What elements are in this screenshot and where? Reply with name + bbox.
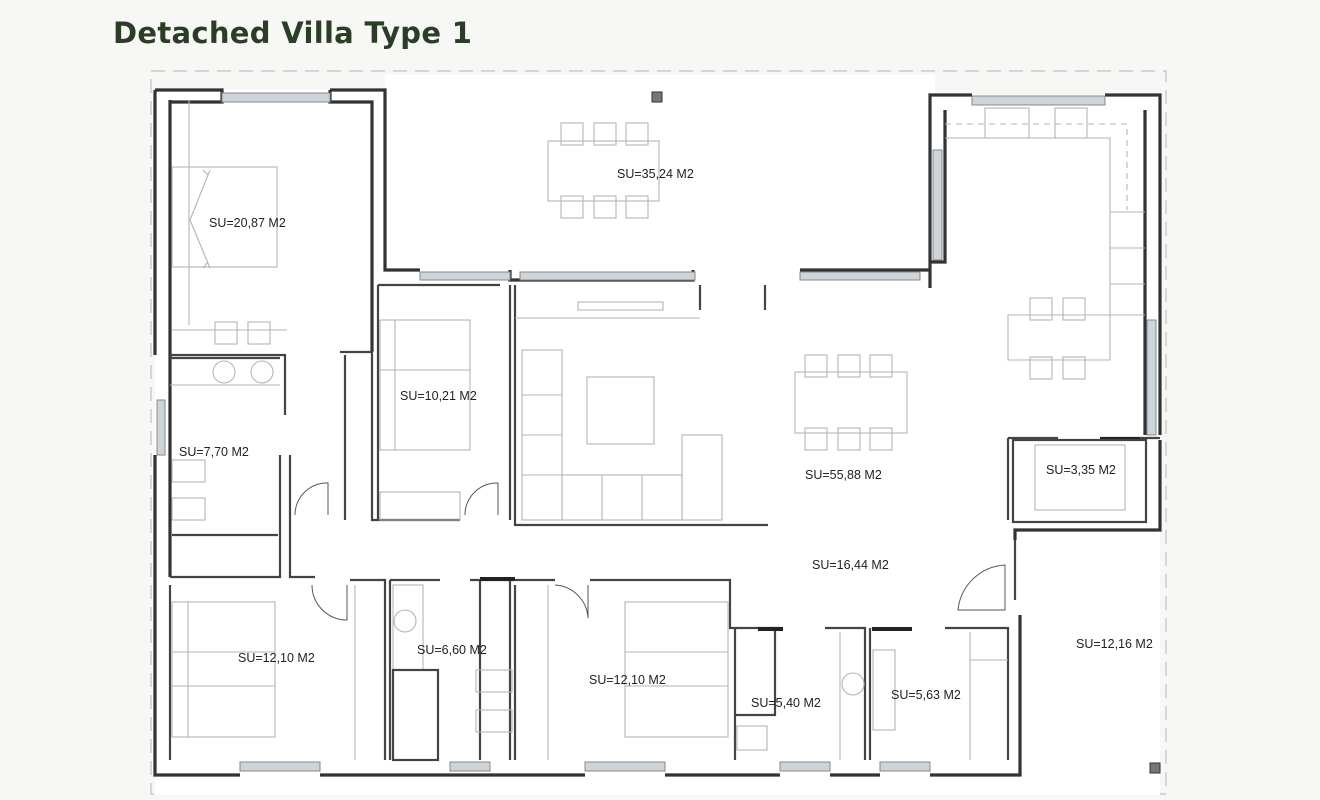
room-label-bathroom-4: SU=5,63 M2 — [891, 688, 961, 702]
room-label-terrace: SU=35,24 M2 — [617, 167, 694, 181]
room-label-bathroom-2: SU=6,60 M2 — [417, 643, 487, 657]
room-label-ensuite-bath: SU=7,70 M2 — [179, 445, 249, 459]
room-label-bedroom-4: SU=12,10 M2 — [589, 673, 666, 687]
room-label-bedroom-3: SU=12,10 M2 — [238, 651, 315, 665]
room-label-bedroom-2: SU=10,21 M2 — [400, 389, 477, 403]
room-label-porch: SU=12,16 M2 — [1076, 637, 1153, 651]
room-label-bathroom-3: SU=5,40 M2 — [751, 696, 821, 710]
room-label-living-dining: SU=55,88 M2 — [805, 468, 882, 482]
furniture — [170, 91, 1161, 774]
room-label-utility: SU=3,35 M2 — [1046, 463, 1116, 477]
room-label-master-bedroom: SU=20,87 M2 — [209, 216, 286, 230]
page-title: Detached Villa Type 1 — [113, 16, 473, 50]
room-label-hallway: SU=16,44 M2 — [812, 558, 889, 572]
windows — [156, 92, 1157, 772]
